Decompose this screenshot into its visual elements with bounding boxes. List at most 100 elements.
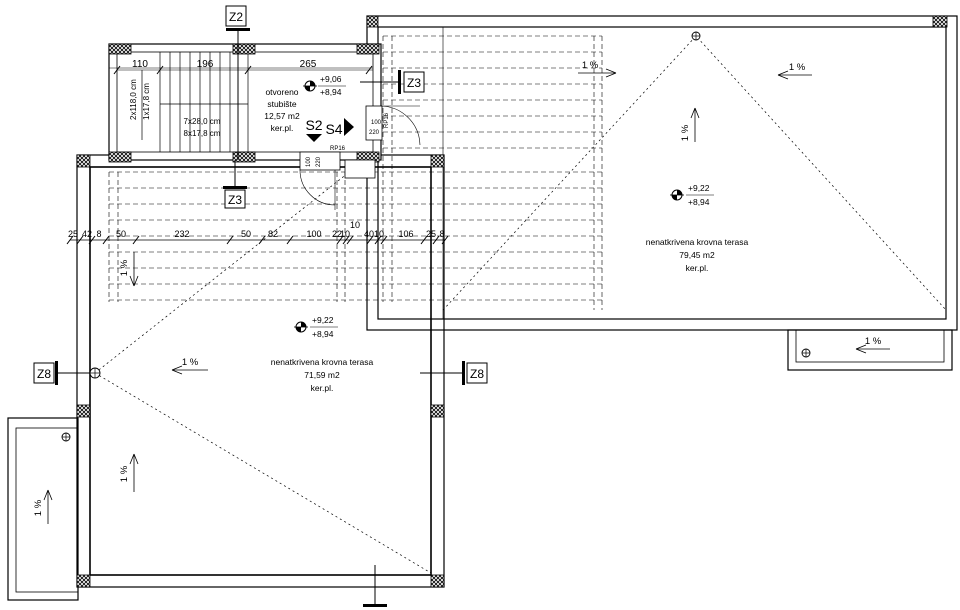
dim-265: 265 [300, 59, 317, 70]
s2-label: S2 [305, 117, 322, 133]
svg-text:1 %: 1 % [182, 357, 199, 368]
dimension-label: 42 [82, 229, 92, 239]
dimension-tick [226, 235, 234, 245]
door-right-a: 100 [371, 120, 382, 126]
svg-text:1 %: 1 % [789, 62, 806, 73]
staircase-room-label: otvoreno stubište 12,57 m2 ker.pl. +9,06… [264, 74, 346, 133]
slope-main-vertical-upper: 1 % [119, 252, 139, 287]
main-terrace-name: nenatkrivena krovna terasa [271, 357, 374, 367]
slope-right-horizontal-a: 1 % [578, 60, 617, 78]
section-marker-z2: Z2 [225, 5, 250, 160]
right-terrace [366, 15, 958, 331]
section-marker-z8-left: Z8 [33, 361, 90, 385]
section-marker-z8-right: Z8 [420, 361, 488, 385]
right-level-top: +9,22 [688, 183, 710, 193]
z3-bottom-label: Z3 [228, 193, 242, 207]
main-terrace-area: 71,59 m2 [304, 370, 340, 380]
door-left-a: 100 [306, 156, 312, 167]
dimension-tick [258, 235, 266, 245]
door-right-labels: 100 220 RP16 [369, 112, 390, 136]
dimension-label: 100 [306, 229, 321, 239]
room-name-2: stubište [267, 99, 297, 109]
section-marker-z3-bottom: Z3 [223, 160, 247, 209]
slope-main-horizontal: 1 % [171, 357, 208, 375]
staircase-room [108, 43, 421, 210]
main-terrace-label: +9,22 +8,94 nenatkrivena krovna terasa 7… [271, 315, 374, 393]
dimension-tick [380, 235, 388, 245]
dimension-label: 10 [374, 229, 384, 239]
dimension-tick [441, 235, 449, 245]
dimension-tick [102, 235, 110, 245]
dimension-label: 106 [398, 229, 413, 239]
dimension-tick [342, 235, 350, 245]
main-terrace [76, 154, 445, 588]
dimension-tick [366, 235, 374, 245]
dimension-tick [336, 235, 344, 245]
slope-right-lower-box: 1 % [855, 336, 890, 354]
dimension-label: 82 [268, 229, 278, 239]
stair-dimensions: 110 196 265 2x118,0 cm 1x17,8 cm 7x28,0 … [113, 59, 373, 138]
pergola-grid [108, 35, 603, 310]
door-right-c: RP16 [384, 112, 390, 128]
right-terrace-area: 79,45 m2 [679, 250, 715, 260]
slope-right-horizontal-b: 1 % [777, 62, 812, 80]
right-level-bottom: +8,94 [688, 197, 710, 207]
dimension-label: 50 [116, 229, 126, 239]
dimension-tick [132, 235, 140, 245]
dim-steps1: 7x28,0 cm [184, 117, 221, 126]
dimension-tick [346, 235, 354, 245]
dimension-tick [88, 235, 96, 245]
door-left-labels: 100 220 RP16 [306, 146, 346, 167]
left-small-box [7, 417, 79, 601]
room-name-1: otvoreno [265, 87, 298, 97]
dimension-label: 50 [241, 229, 251, 239]
slope-left-box: 1 % [33, 489, 53, 524]
dimension-tick [432, 235, 440, 245]
main-level-bottom: +8,94 [312, 329, 334, 339]
dimension-tick [286, 235, 294, 245]
dim-196: 196 [197, 59, 214, 70]
dimension-tick [66, 235, 74, 245]
symbol-s2: S2 [305, 117, 323, 142]
dimension-label: 22 [332, 229, 342, 239]
right-terrace-floor: ker.pl. [686, 263, 709, 273]
dimension-label: 40 [364, 229, 374, 239]
z2-label: Z2 [229, 10, 243, 24]
dimension-tick [420, 235, 428, 245]
z3-right-label: Z3 [407, 76, 421, 90]
svg-text:1 %: 1 % [680, 124, 691, 141]
right-terrace-name: nenatkrivena krovna terasa [646, 237, 749, 247]
room-level-bottom: +8,94 [320, 87, 342, 97]
door-left-b: 220 [316, 156, 322, 167]
dim-110: 110 [132, 59, 148, 70]
dimension-tick [374, 235, 382, 245]
level-symbol-icon [303, 80, 317, 92]
svg-text:1 %: 1 % [582, 60, 599, 71]
dim-steps2: 8x17,8 cm [184, 129, 221, 138]
room-floor: ker.pl. [271, 123, 294, 133]
slope-right-vertical: 1 % [680, 107, 700, 142]
main-level-top: +9,22 [312, 315, 334, 325]
z8-left-label: Z8 [37, 367, 51, 381]
door-right-b: 220 [369, 130, 380, 136]
main-terrace-floor: ker.pl. [311, 383, 334, 393]
stair-treads [141, 52, 249, 152]
dimension-label: 25 [426, 229, 436, 239]
dimension-tick [76, 235, 84, 245]
s4-label: S4 [325, 121, 342, 137]
dimension-label: 232 [174, 229, 189, 239]
dimension-label: 25 [68, 229, 78, 239]
dimension-label: 8 [96, 229, 101, 239]
dim-vert2: 1x17,8 cm [142, 83, 151, 120]
svg-text:1 %: 1 % [119, 259, 130, 276]
section-marker-bottom [363, 565, 387, 607]
level-symbol-icon [670, 189, 684, 201]
main-terrace-pillars [76, 15, 948, 588]
dim-extra: 10 [350, 220, 360, 230]
room-level-top: +9,06 [320, 74, 342, 84]
slope-main-vertical-lower: 1 % [119, 453, 139, 492]
right-terrace-label: +9,22 +8,94 nenatkrivena krovna terasa 7… [646, 183, 749, 273]
svg-text:1 %: 1 % [119, 465, 130, 482]
